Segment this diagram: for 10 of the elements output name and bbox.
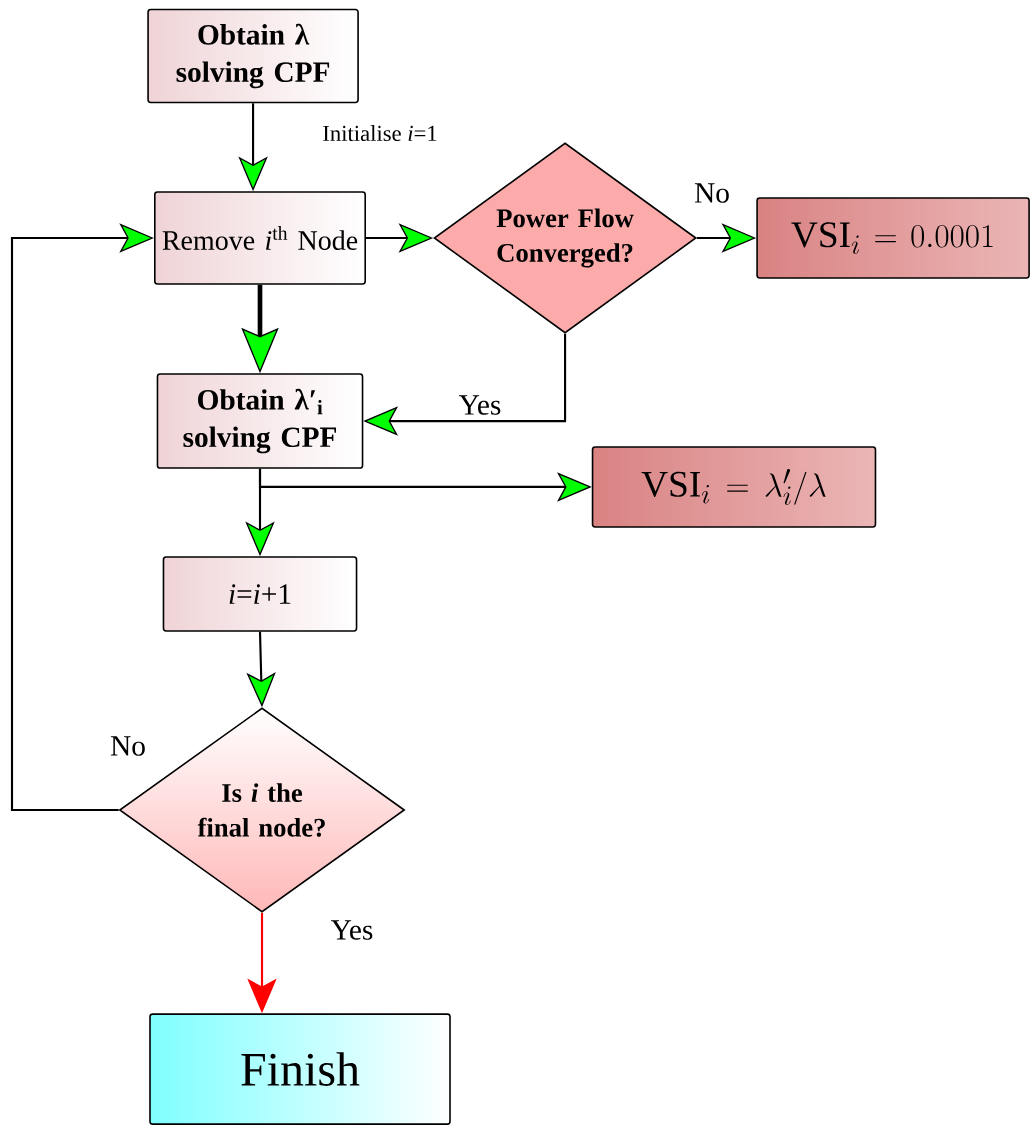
result-box: $\mathrm{VSI}_i = 0.0001$ bbox=[756, 197, 1030, 279]
result-box: $\mathrm{VSI}_i = \lambda'_i/\lambda$ bbox=[591, 446, 877, 528]
end-box: Finish bbox=[149, 1013, 451, 1125]
process-box: Obtain λ solving CPF bbox=[147, 8, 359, 104]
edge-label: Initialise i=1 bbox=[320, 123, 440, 143]
process-box: i=i+1 bbox=[162, 556, 358, 632]
edge-label: Yes bbox=[457, 394, 503, 417]
edge-label: Yes bbox=[329, 918, 375, 942]
process-box: Obtain λ′$_{i}$ solving CPF bbox=[156, 373, 364, 469]
process-box: Remove i$^{th}$ Node bbox=[154, 191, 366, 285]
